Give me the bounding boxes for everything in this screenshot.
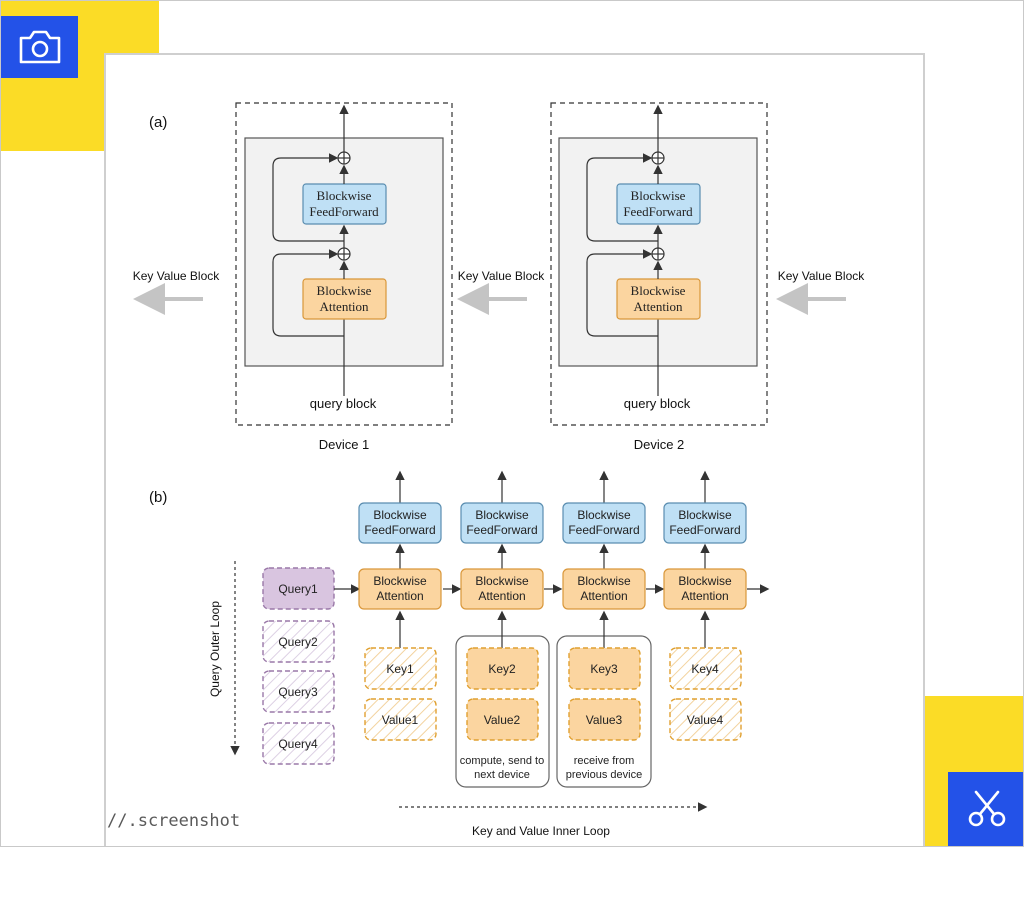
device-2-ff-line1: Blockwise <box>631 188 686 203</box>
value-3-block <box>568 698 641 741</box>
column-1-attention-block <box>358 568 442 610</box>
camera-button[interactable] <box>1 16 78 78</box>
column-3-attention-block <box>562 568 646 610</box>
column-2-ff-line2: FeedForward <box>466 523 537 537</box>
column-4-ff-line1: Blockwise <box>678 508 732 522</box>
column-2-attn-line2: Attention <box>478 589 525 603</box>
device-2-dashed-border <box>550 102 768 426</box>
kv-block-label-right: Key Value Block <box>778 269 865 283</box>
column-2-attn-line1: Blockwise <box>475 574 529 588</box>
device-2-attention-line2: Attention <box>633 299 683 314</box>
device-1-attention-line1: Blockwise <box>317 283 372 298</box>
query-4-block <box>262 722 335 765</box>
device-1-ff-line2: FeedForward <box>309 204 379 219</box>
compute-note-line1: compute, send to <box>460 755 544 767</box>
column-1-attn-line2: Attention <box>376 589 423 603</box>
device-1-query-label: query block <box>310 396 377 411</box>
query-1-label: Query1 <box>278 582 318 596</box>
column-4-feedforward-block <box>663 502 747 544</box>
column-1: Blockwise FeedForward Blockwise Attentio… <box>358 470 442 741</box>
screenshot-frame: (a) Blockwise Attention Blockwise FeedFo… <box>0 0 1024 847</box>
query-3-label: Query3 <box>278 685 318 699</box>
device-1-dashed-border <box>235 102 453 426</box>
column-4-attention-block <box>663 568 747 610</box>
receive-note-line1: receive from <box>574 755 635 767</box>
column-3-feedforward-block <box>562 502 646 544</box>
device-1-label: Device 1 <box>319 437 370 452</box>
column-4: Blockwise FeedForward Blockwise Attentio… <box>663 470 747 741</box>
query-2-block <box>262 620 335 663</box>
column-1-feedforward-block <box>358 502 442 544</box>
column-1-ff-line2: FeedForward <box>364 523 435 537</box>
scissors-button[interactable] <box>948 772 1023 846</box>
device-2-label: Device 2 <box>634 437 685 452</box>
query-4-label: Query4 <box>278 737 318 751</box>
value-2-block <box>466 698 539 741</box>
value-4-label: Value4 <box>687 713 724 727</box>
column-2-ff-line1: Blockwise <box>475 508 529 522</box>
device-1-attention-line2: Attention <box>319 299 369 314</box>
key-1-label: Key1 <box>386 662 414 676</box>
value-2-label: Value2 <box>484 713 521 727</box>
key-4-label: Key4 <box>691 662 719 676</box>
value-1-label: Value1 <box>382 713 419 727</box>
device-1-ff-line1: Blockwise <box>317 188 372 203</box>
value-1-block <box>364 698 437 741</box>
device-2-ff-line2: FeedForward <box>623 204 693 219</box>
column-3-attn-line2: Attention <box>580 589 627 603</box>
column-1-attn-line1: Blockwise <box>373 574 427 588</box>
query-3-block <box>262 670 335 713</box>
value-3-label: Value3 <box>586 713 623 727</box>
column-1-ff-line1: Blockwise <box>373 508 427 522</box>
query-2-label: Query2 <box>278 635 318 649</box>
key-2-block <box>466 647 539 690</box>
column-2: Blockwise FeedForward Blockwise Attentio… <box>455 470 550 788</box>
receive-note-line2: previous device <box>566 769 642 781</box>
key-3-label: Key3 <box>590 662 618 676</box>
scissors-icon <box>968 790 1005 827</box>
key-3-block <box>568 647 641 690</box>
device-2-query-label: query block <box>624 396 691 411</box>
figure-diagram: (a) Blockwise Attention Blockwise FeedFo… <box>133 102 865 838</box>
panel-a-label: (a) <box>149 114 167 131</box>
device-2: Blockwise Attention Blockwise FeedForwar… <box>550 102 768 452</box>
compute-note-line2: next device <box>474 769 530 781</box>
kv-block-label-middle: Key Value Block <box>458 269 545 283</box>
device-1: Blockwise Attention Blockwise FeedForwar… <box>235 102 453 452</box>
camera-icon <box>19 30 60 64</box>
column-3-ff-line1: Blockwise <box>577 508 631 522</box>
column-2-attention-block <box>460 568 544 610</box>
watermark-text: //.screenshot <box>107 811 241 831</box>
device-2-attention-line1: Blockwise <box>631 283 686 298</box>
column-4-attn-line1: Blockwise <box>678 574 732 588</box>
panel-b-label: (b) <box>149 489 167 506</box>
column-2-feedforward-block <box>460 502 544 544</box>
column-3-attn-line1: Blockwise <box>577 574 631 588</box>
key-1-block <box>364 647 437 690</box>
column-4-ff-line2: FeedForward <box>669 523 740 537</box>
column-3: Blockwise FeedForward Blockwise Attentio… <box>556 470 652 788</box>
inner-loop-label: Key and Value Inner Loop <box>472 824 610 838</box>
column-4-attn-line2: Attention <box>681 589 728 603</box>
outer-loop-label: Query Outer Loop <box>208 601 222 697</box>
key-4-block <box>669 647 742 690</box>
column-3-ff-line2: FeedForward <box>568 523 639 537</box>
key-2-label: Key2 <box>488 662 516 676</box>
value-4-block <box>669 698 742 741</box>
kv-block-label-left: Key Value Block <box>133 269 220 283</box>
